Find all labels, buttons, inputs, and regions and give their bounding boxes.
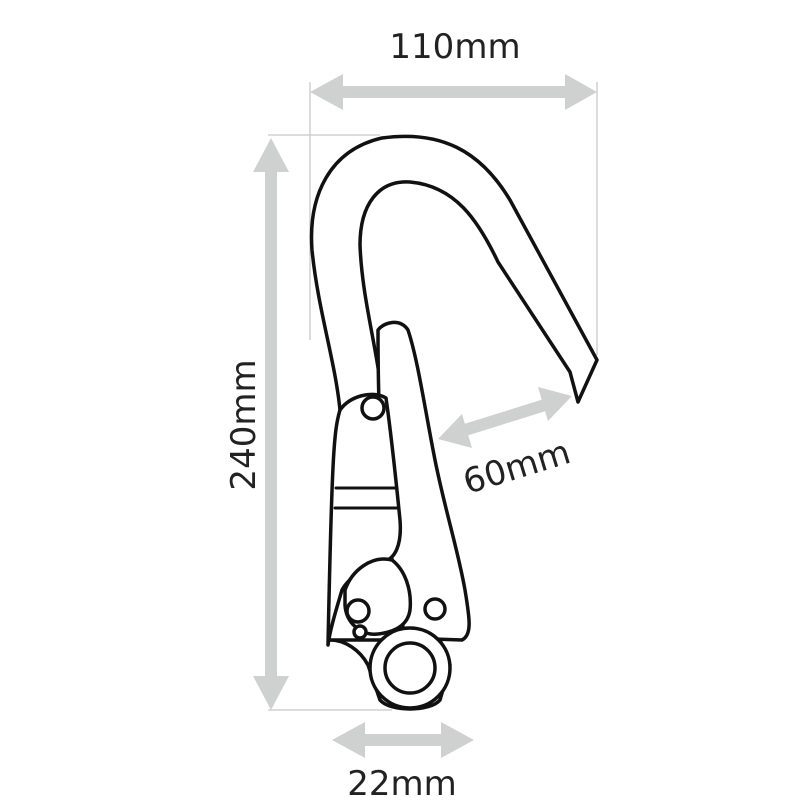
gate-opening-dimension-label: 60mm [459,432,575,502]
gate-opening-dimension-arrow [438,387,572,448]
width-dimension-arrow [310,74,597,110]
lever-band [333,486,399,510]
rivet-right [423,597,447,621]
eye-width-dimension-arrow [332,722,474,758]
extension-lines [268,82,598,711]
rivet-top [360,395,386,421]
hook-eye-inner [383,641,437,695]
width-dimension-label: 110mm [389,27,520,67]
snap-hook-drawing [309,134,599,711]
eye-width-dimension-label: 22mm [347,764,457,800]
height-dimension-label: 240mm [224,359,264,490]
height-dimension-arrow [253,138,289,710]
rivet-small [352,624,368,640]
hook-body [309,134,599,412]
rivet-left [345,598,371,624]
